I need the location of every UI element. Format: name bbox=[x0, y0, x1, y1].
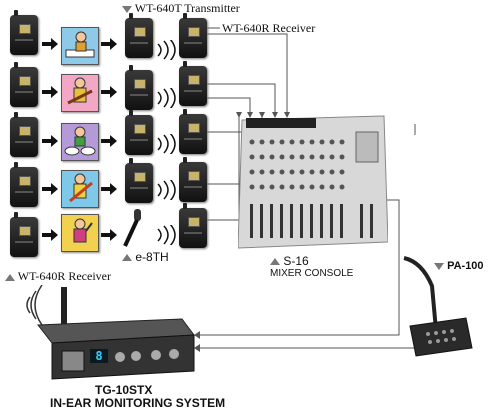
receiver-device bbox=[179, 13, 207, 58]
mixer-console bbox=[238, 115, 388, 249]
arrow-right-icon bbox=[101, 183, 117, 195]
arrow-right-icon bbox=[101, 135, 117, 147]
arrow-right-icon bbox=[42, 86, 58, 98]
triangle-down-icon bbox=[122, 5, 132, 13]
system-model-label: TG-10STX bbox=[95, 383, 153, 397]
paging-label: PA-100 bbox=[434, 260, 484, 272]
receiver-device bbox=[179, 109, 207, 154]
wireless-waves-icon bbox=[157, 40, 176, 60]
receiver-bottom-label: WT-640R Receiver bbox=[5, 269, 111, 284]
wireless-waves-icon bbox=[157, 180, 176, 200]
receiver-device bbox=[10, 212, 38, 257]
triangle-up-icon bbox=[270, 258, 280, 266]
receiver-device bbox=[10, 112, 38, 157]
transmitter-device bbox=[125, 13, 153, 58]
receiver-device bbox=[179, 203, 207, 248]
transmitter-device bbox=[125, 158, 153, 203]
arrow-right-icon bbox=[101, 229, 117, 241]
singer-icon bbox=[61, 214, 99, 252]
paging-microphone bbox=[403, 256, 473, 357]
triangle-up-icon bbox=[122, 254, 132, 262]
drummer-icon bbox=[61, 123, 99, 161]
wireless-waves-icon bbox=[157, 88, 176, 108]
microphone-label: e-8TH bbox=[122, 250, 169, 264]
arrow-right-icon bbox=[101, 86, 117, 98]
transmitter-device bbox=[125, 65, 153, 110]
arrow-right-icon bbox=[42, 38, 58, 50]
arrow-right-icon bbox=[101, 38, 117, 50]
guitar-player-icon bbox=[61, 74, 99, 112]
receiver-device bbox=[179, 61, 207, 106]
triangle-down-icon bbox=[434, 262, 444, 270]
arrow-right-icon bbox=[42, 183, 58, 195]
wireless-waves-icon bbox=[157, 134, 176, 154]
arrow-right-icon bbox=[42, 229, 58, 241]
transmitter-label: WT-640T Transmitter bbox=[122, 1, 240, 16]
arrow-right-icon bbox=[42, 135, 58, 147]
transmitter-device bbox=[125, 110, 153, 155]
receiver-top-label: WT-640R Receiver bbox=[222, 21, 316, 35]
receiver-device bbox=[10, 62, 38, 107]
receiver-device bbox=[10, 10, 38, 55]
wireless-waves-icon bbox=[157, 225, 176, 245]
system-name-label: IN-EAR MONITORING SYSTEM bbox=[50, 396, 226, 410]
mixer-model-label: S-16 bbox=[270, 254, 309, 268]
channel-display: 8 bbox=[95, 349, 103, 363]
triangle-up-icon bbox=[5, 273, 15, 281]
mixer-name-label: MIXER CONSOLE bbox=[270, 268, 354, 279]
keyboard-player-icon bbox=[61, 27, 99, 65]
receiver-device bbox=[10, 162, 38, 207]
bass-player-icon bbox=[61, 170, 99, 208]
receiver-device bbox=[179, 157, 207, 202]
tg-10stx-unit bbox=[26, 285, 195, 380]
microphone-icon bbox=[123, 209, 141, 247]
